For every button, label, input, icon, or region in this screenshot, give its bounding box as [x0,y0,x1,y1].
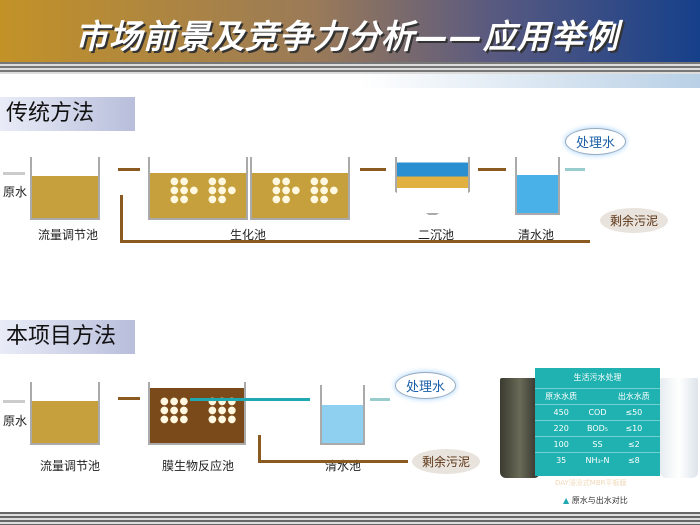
raw-water-label: 原水 [3,185,28,199]
tank-biochem-2: ●●●●●●●●●●●●●● [250,157,350,220]
flow-arrow [360,168,386,171]
return-line [120,240,590,243]
raw-water-label: 原水 [3,414,28,428]
inflow-arrow [3,400,25,403]
section-project: 本项目方法 [0,320,135,354]
sludge-bubble: 剩余污泥 [412,449,481,474]
sludge-bubble: 剩余污泥 [600,208,669,233]
table-header: 原水水质出水水质 [535,388,660,404]
table-caption: ▲ 原水与出水对比 [563,496,628,505]
tank-biochem-label: 生化池 [230,228,267,242]
treated-water-bubble: 处理水 [395,372,457,399]
header-glow [360,74,700,88]
treated-water-bubble: 处理水 [565,128,627,155]
tank-settling [395,157,470,215]
return-line [120,195,123,243]
section-traditional: 传统方法 [0,97,135,131]
inflow-arrow [3,172,25,175]
slide-title: 市场前景及竞争力分析——应用举例 [75,17,619,56]
table-footer: DAY浸没式MBR平板膜 [555,479,627,487]
outflow-arrow [565,168,585,171]
sludge-line [258,460,408,463]
tank-biochem-1: ●●●●●●●●●●●●●● [148,157,248,220]
sludge-line [258,435,261,463]
tank-clear [320,385,365,445]
tank-equalization [30,157,100,220]
tank-clear [515,157,560,215]
permeate-line [190,398,310,401]
table-title: 生活污水处理 [573,373,622,382]
footer-stripes [0,512,700,525]
tank-clear-label: 清水池 [518,228,555,242]
header-stripes [0,62,700,74]
tank-mbr: ●●●●●●●●●●●●●●●●●● [148,382,246,445]
treated-water-glass [660,378,698,478]
tank-equalization [30,382,100,445]
flow-arrow [118,168,140,171]
tank-equalization-label: 流量调节池 [38,228,99,242]
outflow-arrow [370,398,390,401]
header-banner [0,0,700,62]
flow-arrow [478,168,506,171]
flow-arrow [118,397,140,400]
tank-equalization-label: 流量调节池 [40,459,101,473]
triangle-icon: ▲ [563,496,572,505]
raw-water-glass [500,378,540,478]
tank-mbr-label: 膜生物反应池 [162,459,235,473]
tank-settling-label: 二沉池 [418,228,455,242]
